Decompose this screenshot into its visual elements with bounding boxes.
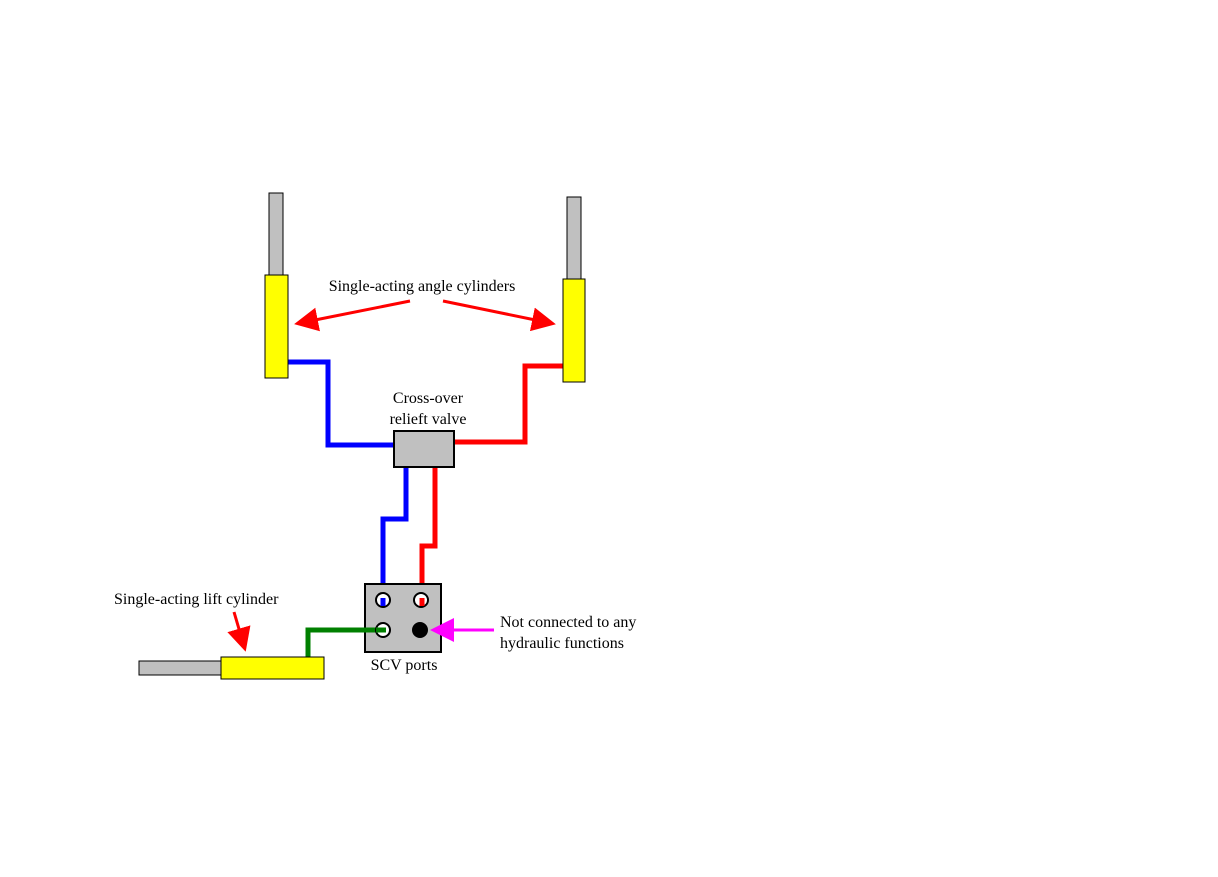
label-valve-line1: Cross-over xyxy=(393,390,464,407)
scv-port-plugged xyxy=(412,622,428,638)
arrow-to-right-cylinder xyxy=(442,299,556,332)
hose-blue-cylinder xyxy=(288,359,394,448)
scv-block xyxy=(364,583,442,653)
lift-cylinder-rod xyxy=(138,660,222,676)
left-angle-cylinder xyxy=(264,274,289,379)
hose-green-lift xyxy=(305,627,383,657)
label-angle-cylinders: Single-acting angle cylinders xyxy=(329,278,516,295)
left-cylinder-rod xyxy=(268,192,284,276)
hose-red-scv xyxy=(419,467,438,600)
crossover-relief-valve xyxy=(393,430,455,468)
right-cylinder-rod xyxy=(566,196,582,280)
label-valve-line2: relieft valve xyxy=(390,411,467,428)
label-lift-cylinder: Single-acting lift cylinder xyxy=(114,591,279,608)
hose-red-cylinder xyxy=(454,363,563,445)
hose-blue-scv xyxy=(380,467,409,600)
arrow-to-left-cylinder xyxy=(294,299,411,332)
lift-cylinder xyxy=(220,656,325,680)
label-not-connected-line2: hydraulic functions xyxy=(500,635,624,652)
label-not-connected-line1: Not connected to any xyxy=(500,614,636,631)
right-angle-cylinder xyxy=(562,278,586,383)
label-scv-ports: SCV ports xyxy=(371,657,438,674)
arrow-to-lift-cylinder xyxy=(227,611,251,652)
